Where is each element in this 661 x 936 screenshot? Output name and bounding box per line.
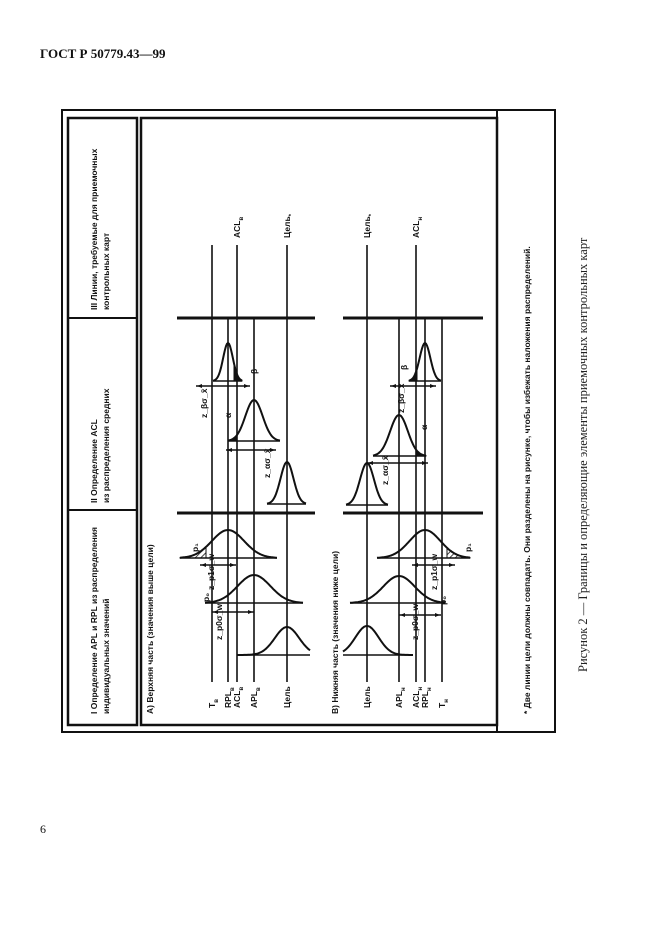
panel-b-dist-target bbox=[342, 624, 413, 656]
panel-a-arrow-zp1-head bbox=[201, 563, 206, 567]
panel-b-col3-label: Цель* bbox=[362, 213, 375, 238]
panel-b-arrow-zbeta-head bbox=[391, 384, 396, 388]
panel-a-col3-label: Цель* bbox=[282, 213, 295, 238]
panel-a-arrow-zbeta-head bbox=[197, 384, 202, 388]
svg-text:II Определение ACL: II Определение ACL bbox=[89, 419, 99, 503]
column-header-1: I Определение APL и RPL из распределения… bbox=[89, 527, 111, 714]
panel-b-dist-apl bbox=[349, 574, 446, 604]
label-beta-a: β bbox=[249, 369, 259, 374]
label-z-p0-sigma-b: z_p0σ_w bbox=[410, 604, 420, 640]
outer-frame bbox=[61, 109, 556, 733]
panel-b-title: B) Нижняя часть (значения ниже цели) bbox=[330, 551, 340, 714]
label-beta-b: β bbox=[399, 365, 409, 370]
panel-b-arrow-zalpha-head bbox=[422, 461, 427, 465]
label-alpha-b: α bbox=[419, 424, 429, 430]
panel-b-col3-label: ACLн bbox=[411, 217, 424, 238]
panel-a-dist-mean-apl bbox=[227, 398, 281, 442]
panel-b-line-label: APLн bbox=[394, 687, 407, 708]
panel-a-title: A) Верхняя часть (значения выше цели) bbox=[145, 544, 155, 714]
diagram-box bbox=[139, 116, 499, 727]
svg-text:индивидуальных значений: индивидуальных значений bbox=[101, 598, 111, 714]
column-header-2: II Определение ACL из распределения сред… bbox=[89, 388, 111, 503]
svg-text:из распределения средних: из распределения средних bbox=[101, 388, 111, 503]
label-z-p1-sigma-a: z_p1σ_w bbox=[206, 554, 216, 590]
label-p1-a: p₁ bbox=[190, 543, 200, 552]
label-p0-b: p₀ bbox=[438, 596, 448, 605]
label-p0-a: p₀ bbox=[201, 593, 211, 602]
panel-b-dist-mean-rpl bbox=[408, 341, 442, 382]
column-header-3: III Линии, требуемые для приемочных конт… bbox=[89, 148, 111, 310]
panel-b-arrow-zp0-head bbox=[435, 613, 440, 617]
panel-b-line-label: RPLн bbox=[420, 687, 433, 708]
panel-a-arrow-zp0-head bbox=[248, 610, 253, 614]
label-z-p1-sigma-b: z_p1σ_w bbox=[429, 554, 439, 590]
panel-a-arrow-zp1-head bbox=[230, 563, 235, 567]
svg-text:контрольных карт: контрольных карт bbox=[101, 233, 111, 310]
label-z-alpha-sigma-a: z_ασ_x̄ bbox=[262, 448, 272, 478]
label-alpha-a: α bbox=[223, 412, 233, 418]
svg-text:III Линии, требуемые для прием: III Линии, требуемые для приемочных bbox=[89, 148, 99, 310]
label-z-beta-sigma-b: z_βσ_x̄ bbox=[396, 383, 406, 413]
panel-a-arrow-zalpha-head bbox=[227, 448, 232, 452]
symbol-labels: p₁ z_p1σ_w p₀ z_p0σ_w z_βσ_x̄ β α z_ασ_x… bbox=[190, 365, 473, 640]
panel-b-dist-rpl bbox=[376, 528, 471, 559]
panel-b-arrow-zp0-head bbox=[400, 613, 405, 617]
document-header: ГОСТ Р 50779.43—99 bbox=[40, 46, 166, 61]
panel-a-arrow-zp0-head bbox=[213, 610, 218, 614]
panel-b-line-label: Цель bbox=[362, 686, 372, 708]
label-z-beta-sigma-a: z_βσ_x̄ bbox=[199, 388, 209, 418]
panel-a-dist-mean-target bbox=[266, 460, 307, 505]
label-z-alpha-sigma-b: z_ασ_x̄ bbox=[380, 455, 390, 485]
page-number: 6 bbox=[40, 822, 46, 836]
panel-a-line-label: ACLв bbox=[232, 687, 245, 708]
panel-b-arrow-zp1-head bbox=[413, 563, 418, 567]
panel-a-line-label: APLв bbox=[249, 687, 262, 708]
panel-a-dist-apl bbox=[204, 573, 304, 604]
label-z-p0-sigma-a: z_p0σ_w bbox=[214, 604, 224, 640]
panel-a-line-label: Tв bbox=[207, 699, 220, 708]
panel-a-line-label: RPLв bbox=[223, 687, 236, 708]
panel-b-line-label: Tн bbox=[437, 699, 450, 708]
footnote: * Две линии цели должны совпадать. Они р… bbox=[522, 246, 532, 714]
panel-a-dist-rpl bbox=[179, 528, 277, 559]
panel-a-dist-mean-rpl bbox=[212, 341, 243, 382]
panel-a-dist-target bbox=[237, 625, 311, 656]
panel-a-col3-label: ACLв bbox=[232, 217, 245, 238]
svg-text:I Определение APL и RPL из рас: I Определение APL и RPL из распределения bbox=[89, 527, 99, 714]
panel-a-line-label: Цель bbox=[282, 686, 292, 708]
label-p1-b: p₁ bbox=[463, 543, 473, 552]
panel-b-arrow-zp1-head bbox=[449, 563, 454, 567]
header-box bbox=[66, 116, 139, 727]
panel-b-line-label: ACLн bbox=[411, 687, 424, 708]
panel-a-arrow-zalpha-head bbox=[270, 448, 275, 452]
panel-a-arrow-zbeta-head bbox=[244, 384, 249, 388]
panel-b-arrow-zbeta-head bbox=[430, 384, 435, 388]
panel-b-dist-mean-apl bbox=[372, 413, 427, 457]
diagram-geometry bbox=[177, 245, 483, 682]
figure-caption: Рисунок 2 — Границы и определяющие элеме… bbox=[576, 237, 590, 672]
panel-b-arrow-zalpha-head bbox=[368, 461, 373, 465]
